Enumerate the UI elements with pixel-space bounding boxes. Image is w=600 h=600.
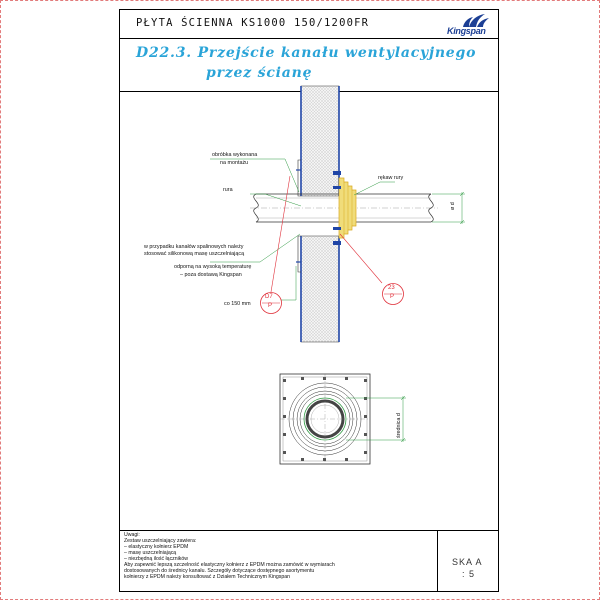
notes-line: – masę uszczelniającą [124,550,177,556]
kingspan-logo: Kingspan [447,12,493,36]
plan-view [279,373,406,465]
notes-line: – niezbędną ilość łączników [124,556,189,562]
label-obrobka: obróbka wykonana [212,152,258,158]
fasteners [333,171,341,245]
callout-d7-bottom: P [268,303,273,309]
callout-23-bottom: P [390,294,395,300]
notes-line: kołnierzy z EPDM należy konsultować z Dz… [124,574,290,580]
section-title-line2: przez ścianę [206,65,313,81]
label-sealant-2: stosować silikonową masę uszczelniającą [144,251,245,257]
callout-d7-top: D7 [265,294,273,300]
notes-line: dostosowanych do średnicy kanału. Szczeg… [124,568,315,574]
notes-line: Aby zapewnić lepszą szczelność elastyczn… [124,562,335,568]
notes-block: Uwagi: Zestaw uszczelniający zawiera: – … [120,530,438,591]
sheet-number-line2: : 5 [462,569,476,579]
label-sealant-1: w przypadku kanałów spalinowych należy [144,244,244,250]
section-title-line1: D22.3. Przejście kanału wentylacyjnego [136,45,477,61]
leader-lines [210,158,395,301]
label-obrobka-2: na montażu [220,160,249,166]
callout-d7 [260,292,282,314]
inner-flashing [296,159,301,273]
sheet-number-line1: SKA A [452,557,483,567]
label-dim-d: ø d [450,202,456,210]
sheet-number-block: SKA A : 5 [438,530,498,591]
label-spacing: co 150 mm [224,301,251,307]
logo-mark-icon [463,14,489,27]
callout-23 [382,283,404,305]
technical-drawing [210,85,465,465]
title-block: PŁYTA ŚCIENNA KS1000 150/1200FR Kingspan [120,10,498,39]
notes-line: – elastyczny kołnierz EPDM [124,544,189,550]
notes-heading: Uwagi: [124,532,140,538]
notes-line: Zestaw uszczelniający zawiera: [124,538,197,544]
drawing-title: PŁYTA ŚCIENNA KS1000 150/1200FR [136,17,370,29]
label-sealant-4: – poza dostawą Kingspan [180,272,242,278]
callout-leaders [270,175,383,293]
logo-text: Kingspan [447,26,486,36]
wall-panel [300,85,340,343]
label-dim-srednica: średnica d [396,413,402,438]
diameter-dimension [432,191,465,225]
label-rura: rura [223,187,233,193]
drawing-sheet: PŁYTA ŚCIENNA KS1000 150/1200FR Kingspan… [119,9,499,592]
label-rekaw: rękaw rury [378,175,404,181]
label-sealant-3: odporną na wysoką temperaturę [174,264,252,270]
epdm-flange [338,177,357,239]
callout-23-top: 23 [388,285,395,291]
